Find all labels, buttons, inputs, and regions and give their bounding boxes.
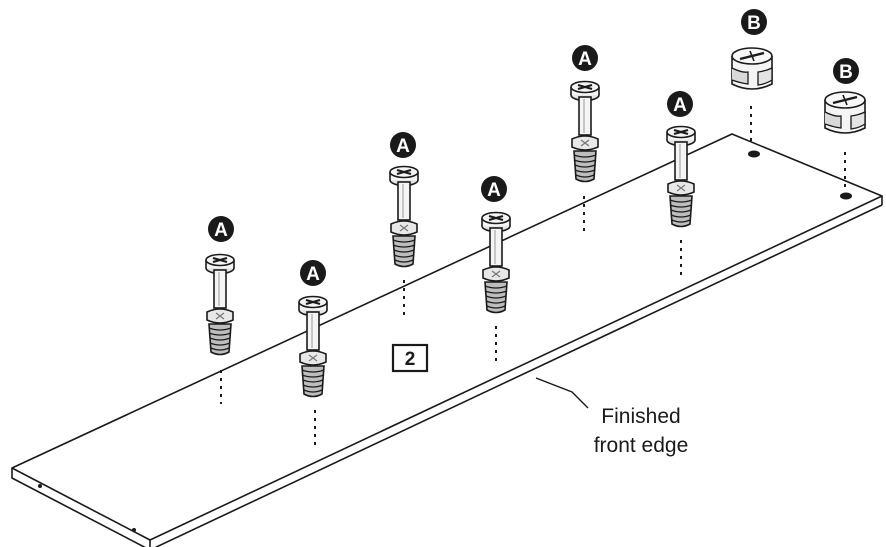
- badge-a-2: A: [306, 264, 320, 285]
- part-badges-b: B B: [741, 9, 859, 84]
- cam-lock-1: [730, 46, 774, 91]
- callout-leader: [535, 377, 589, 409]
- step-number-box: 2: [391, 343, 429, 373]
- callout-line-1: Finished: [601, 405, 680, 428]
- badge-a-1: A: [214, 220, 228, 241]
- part-badges-a: A A A A A A: [208, 45, 693, 286]
- step-number: 2: [405, 349, 416, 370]
- callout-line-2: front edge: [594, 434, 689, 457]
- badge-a-5: A: [578, 49, 592, 70]
- insertion-guides: [220, 106, 846, 446]
- badge-a-3: A: [396, 136, 410, 157]
- badge-b-1: B: [747, 13, 761, 34]
- board-panel: [11, 133, 883, 547]
- badge-a-6: A: [673, 95, 687, 116]
- badge-b-2: B: [839, 62, 853, 83]
- cam-bolt-3: [388, 165, 420, 268]
- finished-edge-callout: Finished front edge: [594, 405, 689, 457]
- cam-lock-2: [823, 90, 867, 135]
- cam-bolt-1: [204, 253, 236, 356]
- badge-a-4: A: [487, 180, 501, 201]
- cam-bolt-5: [569, 80, 601, 183]
- cam-lock-holes: [748, 150, 852, 200]
